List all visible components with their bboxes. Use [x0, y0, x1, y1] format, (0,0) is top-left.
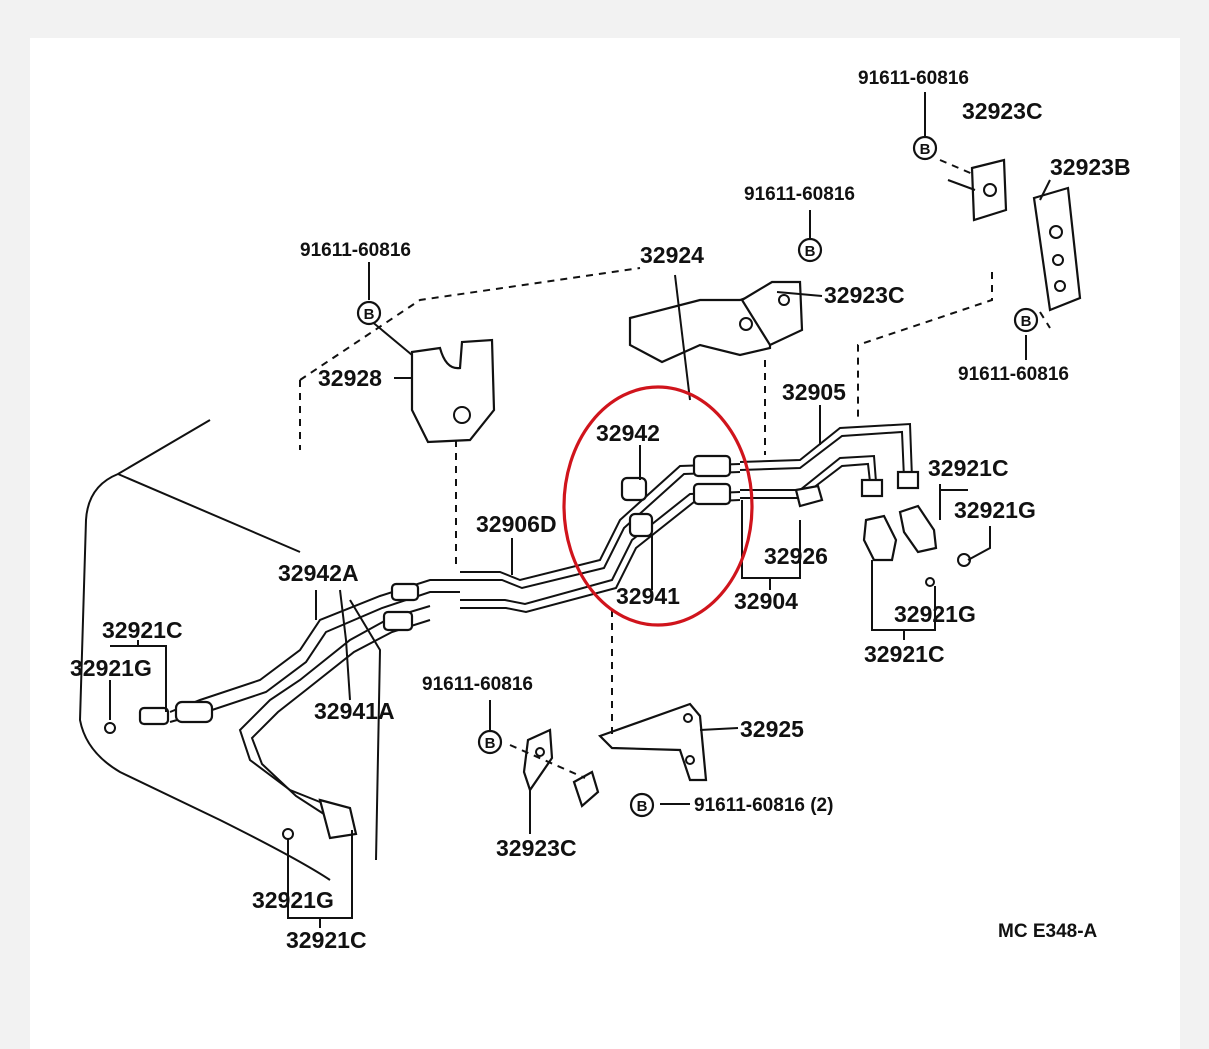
svg-text:B: B: [1021, 313, 1032, 330]
bracket-32923C-top: [939, 158, 1008, 222]
label-hose-left-upper: 32942A: [278, 560, 359, 586]
label-union-lower: 32921C: [864, 641, 945, 667]
label-union-upper: 32921C: [928, 455, 1009, 481]
bolt-symbol-top-right: B: [912, 135, 938, 161]
svg-text:B: B: [920, 141, 931, 158]
label-clamp-mid: 32923C: [824, 282, 905, 308]
label-pipe-main: 32905: [782, 379, 846, 405]
svg-text:B: B: [364, 306, 375, 323]
svg-text:B: B: [637, 798, 648, 815]
right-unions: [862, 504, 971, 587]
label-bolt-right-lower: 91611-60816: [958, 364, 1069, 385]
bracket-32923B: [1032, 186, 1082, 329]
label-bracket-mid: 32924: [640, 242, 704, 268]
label-bolt-bottom-pair: 91611-60816 (2): [694, 795, 833, 816]
bolt-symbol-mid: B: [797, 237, 823, 263]
label-bolt-mid: 91611-60816: [744, 184, 855, 205]
label-pipe-lower: 32904: [734, 588, 798, 614]
label-gasket-lower: 32921G: [894, 601, 976, 627]
transmission-case: [78, 267, 641, 881]
bracket-32928: [369, 319, 496, 570]
label-bracket-left: 32928: [318, 365, 382, 391]
label-union-left: 32921C: [102, 617, 183, 643]
label-clip: 32926: [764, 543, 828, 569]
svg-text:B: B: [485, 735, 496, 752]
label-union-bottom: 32921C: [286, 927, 367, 953]
label-bolt-bottom: 91611-60816: [422, 674, 533, 695]
svg-text:B: B: [805, 243, 816, 260]
highlight-ellipse: [562, 385, 754, 627]
label-hose-lower: 32941: [616, 583, 680, 609]
bolt-symbol-bottom: B: [477, 729, 503, 755]
bolt-symbol-right: B: [1013, 307, 1039, 333]
pipe-32906D: [460, 454, 741, 614]
label-bracket-right: 32923B: [1050, 154, 1131, 180]
leader-dash-top-right: [857, 272, 993, 420]
label-bracket-top-right: 32923C: [962, 98, 1043, 124]
clamp-32923C-bottom: [509, 728, 586, 793]
bracket-32925: [572, 610, 708, 808]
bolt-symbol-bottom-pair: B: [629, 792, 655, 818]
bracket-32924: [628, 274, 804, 455]
pipe-32905: [739, 422, 920, 508]
hose-32942A: [138, 579, 460, 726]
diagram-code: MC E348-A: [998, 921, 1098, 942]
hose-32941A: [238, 605, 431, 840]
parts-diagram: B B B B B B 91611-60816 32923C 32923B 91…: [70, 68, 1131, 953]
label-pipe-mid: 32906D: [476, 511, 557, 537]
label-bolt-top-right: 91611-60816: [858, 68, 969, 89]
label-bolt-left: 91611-60816: [300, 240, 411, 261]
label-gasket-bottom: 32921G: [252, 887, 334, 913]
label-gasket-left: 32921G: [70, 655, 152, 681]
bolt-symbol-left: B: [356, 300, 382, 326]
label-hose-upper: 32942: [596, 420, 660, 446]
label-bracket-bottom: 32925: [740, 716, 804, 742]
label-hose-left-lower: 32941A: [314, 698, 395, 724]
label-clamp-bottom: 32923C: [496, 835, 577, 861]
diagram-sheet: B B B B B B 91611-60816 32923C 32923B 91…: [30, 38, 1180, 1049]
leader-lines: [104, 92, 1051, 928]
label-gasket-upper: 32921G: [954, 497, 1036, 523]
